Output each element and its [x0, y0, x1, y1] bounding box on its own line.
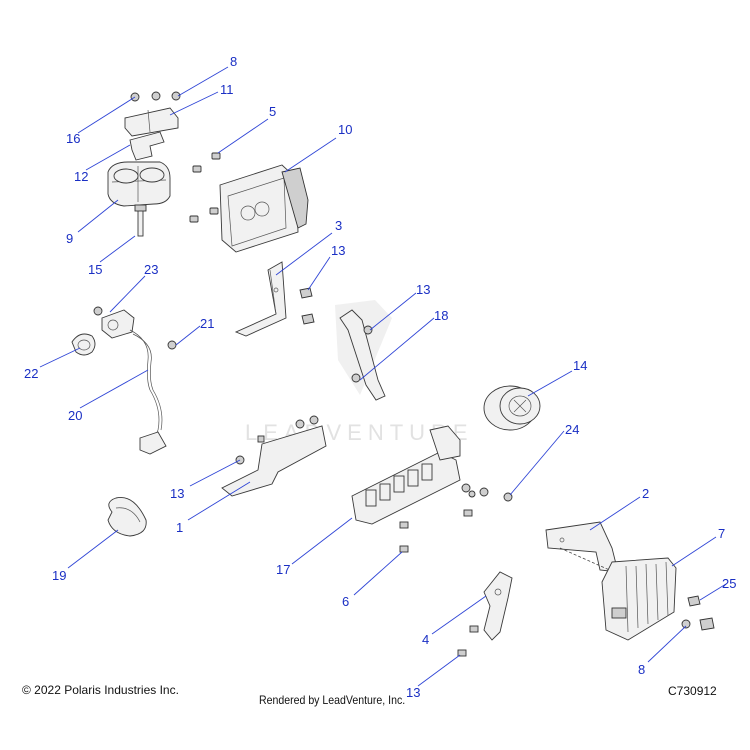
- callout-13b: 13: [416, 282, 430, 297]
- callout-19: 19: [52, 568, 66, 583]
- callout-13c: 13: [170, 486, 184, 501]
- callout-13: 13: [331, 243, 345, 258]
- clip-part: [129, 131, 165, 161]
- bracket-3-part: [234, 261, 287, 337]
- callouts: 8 11 16 12 9 15 5 10 3 13 23 21 22 20 13…: [24, 54, 736, 700]
- callout-2: 2: [642, 486, 649, 501]
- callout-22: 22: [24, 366, 38, 381]
- screws-5-part: [189, 152, 221, 223]
- callout-25: 25: [722, 576, 736, 591]
- callout-12: 12: [74, 169, 88, 184]
- diagram-code: C730912: [668, 684, 717, 698]
- callout-4: 4: [422, 632, 429, 647]
- callout-20: 20: [68, 408, 82, 423]
- bracket-18-part: [339, 309, 386, 401]
- bracket-1-part: [221, 415, 327, 497]
- callout-9: 9: [66, 231, 73, 246]
- callout-16: 16: [66, 131, 80, 146]
- bolts-13-part: [299, 287, 315, 325]
- callout-17: 17: [276, 562, 290, 577]
- bracket-clip-part: [124, 91, 181, 137]
- callout-5: 5: [269, 104, 276, 119]
- callout-14: 14: [573, 358, 587, 373]
- rendered-by-text: Rendered by LeadVenture, Inc.: [259, 693, 406, 707]
- speaker-14-part: [483, 385, 541, 431]
- callout-21: 21: [200, 316, 214, 331]
- callout-8: 8: [230, 54, 237, 69]
- callout-13d: 13: [406, 685, 420, 700]
- copyright-text: © 2022 Polaris Industries Inc.: [22, 683, 179, 697]
- bolts-25-8-part: [681, 595, 715, 631]
- ecu-part: [219, 164, 309, 253]
- coil-module-part: [107, 161, 171, 207]
- callout-7: 7: [718, 526, 725, 541]
- callout-24: 24: [565, 422, 579, 437]
- leader-lines: [39, 66, 727, 687]
- clamp-22-part: [71, 333, 96, 356]
- bolt-15-part: [134, 204, 147, 237]
- cable-tie-19-part: [107, 497, 147, 537]
- bracket-4-part: [457, 571, 513, 657]
- callout-6: 6: [342, 594, 349, 609]
- callout-10: 10: [338, 122, 352, 137]
- callout-3: 3: [335, 218, 342, 233]
- sensor-harness-part: [93, 306, 177, 455]
- callout-15: 15: [88, 262, 102, 277]
- bracket-2-part: [545, 521, 619, 573]
- callout-8b: 8: [638, 662, 645, 677]
- callout-18: 18: [434, 308, 448, 323]
- fuse-box-17-part: [351, 425, 489, 553]
- regulator-7-part: [601, 557, 677, 641]
- callout-23: 23: [144, 262, 158, 277]
- callout-1: 1: [176, 520, 183, 535]
- callout-11: 11: [220, 82, 234, 97]
